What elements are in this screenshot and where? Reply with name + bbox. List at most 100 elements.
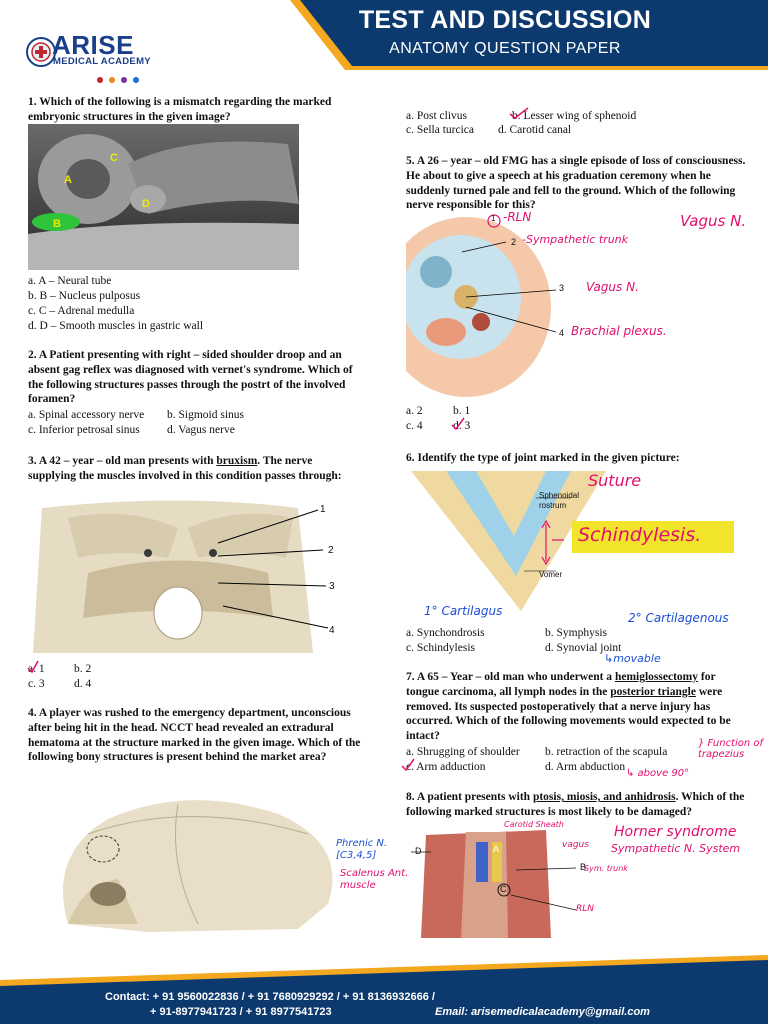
brand-name: ARISE xyxy=(52,30,134,60)
q3-text-pre: 3. A 42 – year – old man presents with xyxy=(28,455,217,467)
q6-option-a[interactable]: a. Synchondrosis xyxy=(406,627,485,639)
q8-label-d: D xyxy=(415,846,422,856)
contact-email[interactable]: Email: arisemedicalacademy@gmail.com xyxy=(435,1006,650,1018)
q7-option-d[interactable]: d. Arm abduction xyxy=(545,761,626,773)
q4-option-c[interactable]: c. Sella turcica xyxy=(406,124,475,136)
q6-label-rostrum: Sphenoidal rostrum xyxy=(539,491,580,510)
q3-keyword: bruxism xyxy=(216,455,258,467)
q3-figure: 1 2 3 4 xyxy=(28,498,368,658)
q4-answer-tick-icon xyxy=(509,107,529,119)
q5-note-sympathetic: -Sympathetic trunk xyxy=(522,233,629,246)
q1-label-c: C xyxy=(110,152,118,164)
page-title: TEST AND DISCUSSION xyxy=(358,6,652,34)
q7-option-c[interactable]: c. Arm adduction xyxy=(406,761,486,773)
question-2: 2. A Patient presenting with right – sid… xyxy=(28,349,353,406)
q8-note-horner: Horner syndrome xyxy=(614,824,737,840)
q3-text-post: . The nerve supplying the muscles involv… xyxy=(28,455,342,482)
question-3: 3. A 42 – year – old man presents with b… xyxy=(28,454,358,484)
q2-option-d[interactable]: d. Vagus nerve xyxy=(167,424,235,436)
q6-option-c[interactable]: c. Schindylesis xyxy=(406,642,475,654)
q6-note-secondary: 2° Cartilagenous xyxy=(628,611,729,625)
q5-label-1: 1 xyxy=(491,214,496,223)
q5-answer-tick-icon xyxy=(451,417,465,431)
neck-cross-section-image xyxy=(406,212,768,402)
q6-note-primary: 1° Cartilagus xyxy=(424,604,503,618)
q4-option-b[interactable]: b. Lesser wing of sphenoid xyxy=(512,110,637,122)
q7-text-a: 7. A 65 – Year – old man who underwent a xyxy=(406,671,615,683)
q5-note-rln: -RLN xyxy=(503,212,532,224)
q6-option-d[interactable]: d. Synovial joint xyxy=(545,642,622,654)
header-band: TEST AND DISCUSSION ANATOMY QUESTION PAP… xyxy=(0,0,768,95)
q6-note-movable: ↳movable xyxy=(604,652,661,665)
question-7: 7. A 65 – Year – old man who underwent a… xyxy=(406,670,751,744)
q1-option-b[interactable]: b. B – Nucleus pulposus xyxy=(28,290,141,302)
q7-option-a[interactable]: a. Shrugging of shoulder xyxy=(406,746,520,758)
q2-option-b[interactable]: b. Sigmoid sinus xyxy=(167,409,245,421)
contact-line-2: + 91-8977941723 / + 91 8977541723 xyxy=(150,1006,332,1018)
q5-label-2: 2 xyxy=(511,237,517,247)
q1-option-c[interactable]: c. C – Adrenal medulla xyxy=(28,305,135,317)
q5-option-b[interactable]: b. 1 xyxy=(453,405,471,417)
q7-answer-tick-icon xyxy=(401,758,415,772)
question-5: 5. A 26 – year – old FMG has a single ep… xyxy=(406,155,746,212)
q8-note-vagus: vagus xyxy=(562,840,589,850)
q1-label-d: D xyxy=(142,198,150,210)
q3-option-b[interactable]: b. 2 xyxy=(74,663,92,675)
question-1: 1. Which of the following is a mismatch … xyxy=(28,96,332,123)
q8-label-b: B xyxy=(580,862,587,872)
q3-label-1: 1 xyxy=(320,504,326,515)
q8-label-a: A xyxy=(493,844,500,854)
q7-note-trapezius: } Function of trapezius xyxy=(698,738,764,760)
vomer-joint-image xyxy=(406,466,768,626)
q5-note-vagus: Vagus N. xyxy=(586,280,639,294)
q3-option-c[interactable]: c. 3 xyxy=(28,678,45,690)
neck-dissection-image xyxy=(336,820,768,940)
q8-note-symtrunk: Sym. trunk xyxy=(584,864,628,873)
q8-note-rln: RLN xyxy=(576,904,594,914)
q5-option-d[interactable]: d. 3 xyxy=(453,420,471,432)
q5-option-c[interactable]: c. 4 xyxy=(406,420,423,432)
q6-note-schindylesis: Schindylesis. xyxy=(578,524,702,546)
brand-logo xyxy=(26,28,186,83)
q1-label-b: B xyxy=(53,218,61,230)
q5-note-answer: Vagus N. xyxy=(680,212,747,230)
q8-note-phrenic: Phrenic N. [C3,4,5] xyxy=(336,838,388,861)
q2-option-c[interactable]: c. Inferior petrosal sinus xyxy=(28,424,140,436)
q7-keyword-2: posterior triangle xyxy=(610,685,696,698)
q8-text-a: 8. A patient presents with xyxy=(406,791,533,803)
q6-option-b[interactable]: b. Symphysis xyxy=(545,627,607,639)
brand-dots xyxy=(97,70,145,88)
q8-figure: D A B C Phrenic N. [C3,4,5] Scalenus Ant… xyxy=(336,820,768,940)
q8-note-sympathetic: Sympathetic N. System xyxy=(611,842,741,855)
q1-option-d[interactable]: d. D – Smooth muscles in gastric wall xyxy=(28,320,204,332)
q3-answer-tick-icon xyxy=(27,660,39,674)
q3-label-2: 2 xyxy=(328,545,334,556)
question-4: 4. A player was rushed to the emergency … xyxy=(28,707,361,764)
q7-text-c: were removed. Its suspected postoperativ… xyxy=(406,685,731,743)
q4-option-a[interactable]: a. Post clivus xyxy=(406,110,468,122)
q3-label-4: 4 xyxy=(329,625,335,636)
q7-keyword-1: hemiglossectomy xyxy=(614,671,698,683)
q6-note-suture: Suture xyxy=(588,471,642,490)
q8-note-carotid: Carotid Sheath xyxy=(504,820,564,829)
q5-label-4: 4 xyxy=(559,328,565,338)
cranial-base-image xyxy=(28,498,368,658)
q5-option-a[interactable]: a. 2 xyxy=(406,405,423,417)
q5-label-3: 3 xyxy=(559,283,565,293)
q1-option-a[interactable]: a. A – Neural tube xyxy=(28,275,112,287)
q4-option-d[interactable]: d. Carotid canal xyxy=(498,124,572,136)
contact-line-1: Contact: + 91 9560022836 / + 91 76809292… xyxy=(105,991,435,1003)
embryo-section-image xyxy=(28,124,299,270)
q2-option-a[interactable]: a. Spinal accessory nerve xyxy=(28,409,145,421)
question-8: 8. A patient presents with ptosis, miosi… xyxy=(406,790,756,820)
q3-option-d[interactable]: d. 4 xyxy=(74,678,92,690)
q7-option-b[interactable]: b. retraction of the scapula xyxy=(545,746,668,758)
q8-note-scalenus: Scalenus Ant. muscle xyxy=(340,868,409,891)
q8-text-b: . Which of the following marked structur… xyxy=(406,791,745,818)
q6-figure: Sphenoidal rostrum Vomer Suture Schindyl… xyxy=(406,466,768,626)
q1-label-a: A xyxy=(64,174,72,186)
q8-label-c: C xyxy=(500,884,507,894)
brand-subtitle: MEDICAL ACADEMY xyxy=(53,56,151,67)
logo-emblem-icon xyxy=(26,37,56,67)
page-subtitle: ANATOMY QUESTION PAPER xyxy=(389,40,621,57)
